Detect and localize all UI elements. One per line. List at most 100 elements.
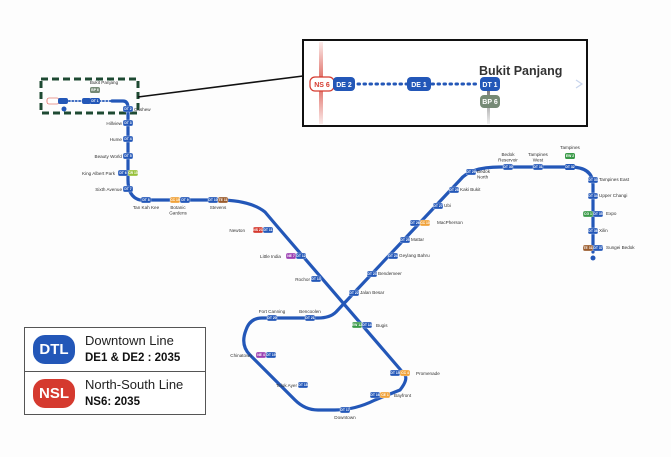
station-code: DT 37: [593, 246, 602, 250]
nsl-badge: NSL: [33, 379, 75, 408]
dtl-line: [110, 99, 595, 412]
station-code: DT 13: [311, 277, 320, 281]
legend: DTL Downtown Line DE1 & DE2 : 2035 NSL N…: [24, 327, 206, 415]
station-code: DT 31: [533, 165, 542, 169]
station-code: DT 20: [267, 316, 276, 320]
station-code: DT 4: [124, 137, 131, 141]
station-code: BP 6: [91, 88, 99, 92]
station-name: Xilin: [599, 228, 608, 233]
inset-code-bp6: BP 6: [480, 95, 500, 108]
station-code: DT 10: [208, 198, 217, 202]
station-code-badge: [122, 119, 134, 127]
station-name: Gardens: [169, 211, 187, 216]
station-code: EW 12: [352, 323, 362, 327]
station-code: DT 11: [263, 228, 272, 232]
station-name: Expo: [606, 211, 617, 216]
svg-text:DT 1: DT 1: [482, 82, 497, 89]
station-name: Tampines East: [599, 177, 630, 182]
station-code: DT 24: [388, 254, 397, 258]
station-code-badge: [419, 219, 431, 227]
station-code-badge: [587, 227, 599, 235]
station-name: Stevens: [210, 205, 227, 210]
station-code: CE 1: [381, 393, 389, 397]
station-code-badge: [502, 163, 514, 171]
svg-text:DE 1: DE 1: [411, 82, 427, 89]
station-name: Upper Changi: [599, 193, 627, 198]
station-name: Chinatown: [230, 353, 252, 358]
station-name: Telok Ayer: [276, 383, 298, 388]
station-code: DT 27: [433, 204, 442, 208]
station-name: Bugis: [376, 323, 388, 328]
station-name: Bendemeer: [378, 271, 402, 276]
inset-box: Bukit Panjang NS 6 DE 2 DE 1 DT 1 BP 6: [302, 39, 588, 127]
legend-row-dtl: DTL Downtown Line DE1 & DE2 : 2035: [25, 328, 205, 371]
station-code: DT 3: [124, 121, 131, 125]
station-code: NE 4: [257, 353, 265, 357]
station-name: Bukit Panjang: [90, 80, 119, 85]
station-name: Ubi: [444, 203, 451, 208]
station-name: Tampines: [528, 152, 548, 157]
station-code: DT 19: [266, 353, 275, 357]
station-code-badge: [266, 314, 278, 322]
legend-dtl-title: Downtown Line: [85, 333, 174, 348]
station-code-badge: [587, 192, 599, 200]
station-code: DT 6: [119, 171, 126, 175]
station-code: DT 2: [124, 107, 131, 111]
svg-text:NS 6: NS 6: [314, 82, 330, 89]
station-name: Tampines: [560, 145, 580, 150]
station-code: DT 33: [588, 178, 597, 182]
station-name: Bayfront: [394, 393, 412, 398]
inset-station-name: Bukit Panjang: [479, 64, 562, 78]
station-name: Fort Canning: [259, 309, 286, 314]
station-code: DT 35: [593, 212, 602, 216]
station-code: DT 16: [370, 393, 379, 397]
station-code-badge: [448, 186, 460, 194]
station-code-badge: [217, 196, 229, 204]
station-code-badge: [339, 406, 351, 414]
station-code: DT 18: [298, 383, 307, 387]
station-fort-canning[interactable]: DT 20 Fort Canning: [259, 309, 286, 322]
inset-code-dt1: DT 1: [480, 77, 500, 91]
station-code: DT 8: [142, 198, 149, 202]
station-name: Jalan Besar: [360, 290, 385, 295]
station-name: Bencoolen: [299, 309, 321, 314]
station-code-badge: [90, 98, 100, 104]
station-code-badge: [379, 391, 391, 399]
